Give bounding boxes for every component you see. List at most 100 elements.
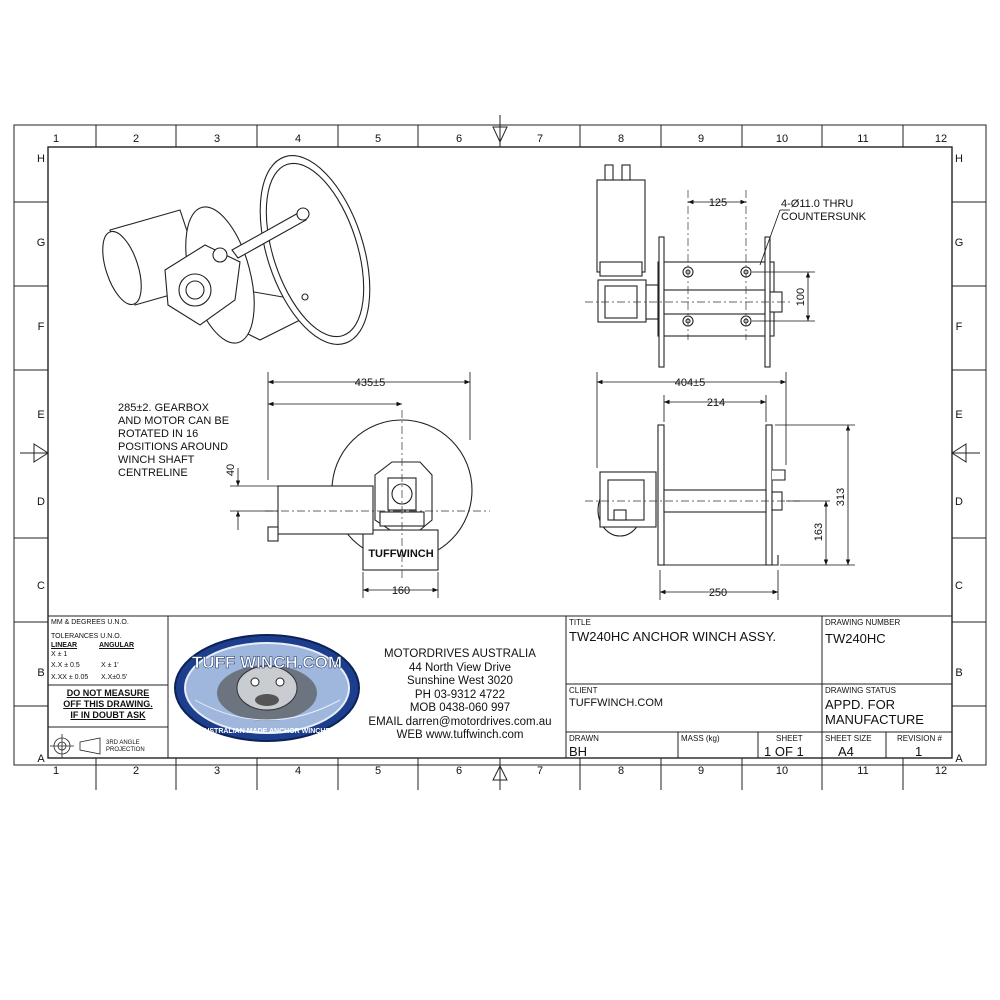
dim-top-width: 125 (709, 197, 727, 209)
row-left-f: F (38, 321, 45, 333)
dim-top-holes: 4-Ø11.0 THRU (781, 198, 853, 210)
iso-drum-flange-front (259, 155, 371, 345)
revision-label: REVISION # (897, 734, 942, 743)
note-line-6: CENTRELINE (118, 467, 188, 479)
company-email: EMAIL darren@motordrives.com.au (368, 715, 552, 728)
col-bottom-7: 7 (537, 765, 543, 777)
iso-shaft (231, 211, 307, 259)
do-not-measure-warning: DO NOT MEASURE OFF THIS DRAWING. IF IN D… (48, 688, 168, 721)
linear-label: LINEAR (51, 642, 78, 649)
note-line-5: WINCH SHAFT (118, 454, 195, 466)
company-web: WEB www.tuffwinch.com (396, 729, 524, 741)
note-line-3: ROTATED IN 16 (118, 428, 199, 440)
row-right-g: G (955, 237, 964, 249)
logo-top-text: TUFF WINCH.COM (192, 653, 342, 672)
tuffwinch-logo (174, 634, 360, 742)
col-top-3: 3 (214, 133, 220, 145)
isometric-view (102, 155, 371, 345)
top-view (596, 164, 783, 368)
front-product-mark: TUFFWINCH (368, 548, 433, 560)
company-phone: PH 03-9312 4722 (414, 688, 506, 701)
col-top-7: 7 (537, 133, 543, 145)
dim-side-overall: 404±5 (675, 377, 706, 389)
title-block-grid (48, 615, 952, 758)
col-top-1: 1 (53, 133, 59, 145)
col-bottom-4: 4 (295, 765, 301, 777)
row-left-g: G (37, 237, 46, 249)
tol-r3-angular: X.X±0.5' (101, 674, 128, 681)
front-view (267, 419, 473, 571)
side-flange-left (657, 424, 665, 566)
col-bottom-9: 9 (698, 765, 704, 777)
col-bottom-2: 2 (133, 765, 139, 777)
side-view (597, 424, 786, 566)
row-right-f: F (956, 321, 963, 333)
side-base (659, 555, 779, 566)
client-label: CLIENT (569, 686, 598, 695)
tolerances-title: TOLERANCES U.N.O. (51, 633, 122, 640)
col-top-11: 11 (857, 133, 868, 145)
zone-ticks (14, 125, 986, 790)
dim-top-holes-2: COUNTERSUNK (781, 211, 867, 223)
note-line-4: POSITIONS AROUND (118, 441, 229, 453)
front-motor (277, 485, 374, 535)
drawn-label: DRAWN (569, 734, 599, 743)
status-value-2: MANUFACTURE (825, 712, 924, 727)
side-flange-right (765, 424, 773, 566)
warn-line-1: DO NOT MEASURE (66, 688, 150, 698)
col-bottom-6: 6 (456, 765, 462, 777)
dim-front-offset: 40 (225, 464, 237, 476)
projection-label: 3RD ANGLE PROJECTION (106, 740, 145, 754)
revision-value: 1 (915, 744, 923, 759)
front-view-centrelines (265, 410, 490, 580)
row-right-b: B (955, 667, 962, 679)
company-addr-1: 44 North View Drive (408, 661, 512, 674)
dim-front-base: 160 (392, 585, 410, 597)
top-view-centrelines (585, 190, 790, 340)
drawing-number-label: DRAWING NUMBER (825, 618, 901, 627)
row-right-d: D (955, 496, 963, 508)
row-left-b: B (37, 667, 44, 679)
status-label: DRAWING STATUS (825, 686, 896, 695)
note-line-2: AND MOTOR CAN BE (118, 415, 230, 427)
title-value: TW240HC ANCHOR WINCH ASSY. (569, 629, 777, 644)
front-view-dimensions (230, 372, 471, 598)
top-view-dimensions (688, 199, 815, 322)
col-top-4: 4 (295, 133, 301, 145)
sheet-value: 1 OF 1 (764, 744, 804, 759)
col-bottom-3: 3 (214, 765, 220, 777)
logo-bottom-text: AUSTRALIAN MADE ANCHOR WINCHES (199, 728, 335, 735)
note-line-1: 285±2. GEARBOX (118, 402, 210, 414)
tol-r2-linear: X.X ± 0.5 (51, 662, 80, 669)
sheet-size-label: SHEET SIZE (825, 734, 872, 743)
sheet-size-value: A4 (838, 744, 854, 759)
col-bottom-5: 5 (375, 765, 381, 777)
angular-label: ANGULAR (99, 642, 134, 649)
client-value: TUFFWINCH.COM (569, 697, 664, 709)
tol-r2-angular: X ± 1' (101, 662, 119, 669)
projection-line-1: 3RD ANGLE (106, 740, 140, 746)
row-right-a: A (955, 753, 963, 765)
status-value-1: APPD. FOR (825, 697, 896, 712)
drawn-value: BH (569, 744, 588, 759)
col-top-9: 9 (698, 133, 704, 145)
col-top-6: 6 (456, 133, 462, 145)
col-top-5: 5 (375, 133, 381, 145)
col-bottom-8: 8 (618, 765, 624, 777)
company-name: MOTORDRIVES AUSTRALIA (384, 648, 536, 660)
company-block: MOTORDRIVES AUSTRALIA 44 North View Driv… (355, 648, 565, 743)
company-mobile: MOB 0438-060 997 (409, 702, 511, 714)
row-left-d: D (37, 496, 45, 508)
row-left-h: H (37, 153, 45, 165)
dim-side-inner: 214 (707, 397, 725, 409)
col-bottom-1: 1 (53, 765, 59, 777)
row-right-h: H (955, 153, 963, 165)
row-right-c: C (955, 580, 963, 592)
iso-motor-end (102, 230, 142, 306)
row-right-e: E (955, 409, 962, 421)
dim-side-sub-height: 163 (813, 523, 825, 541)
col-bottom-11: 11 (857, 765, 868, 777)
mass-label: MASS (kg) (681, 734, 720, 743)
title-label: TITLE (569, 618, 591, 627)
dim-top-height: 100 (795, 288, 807, 306)
